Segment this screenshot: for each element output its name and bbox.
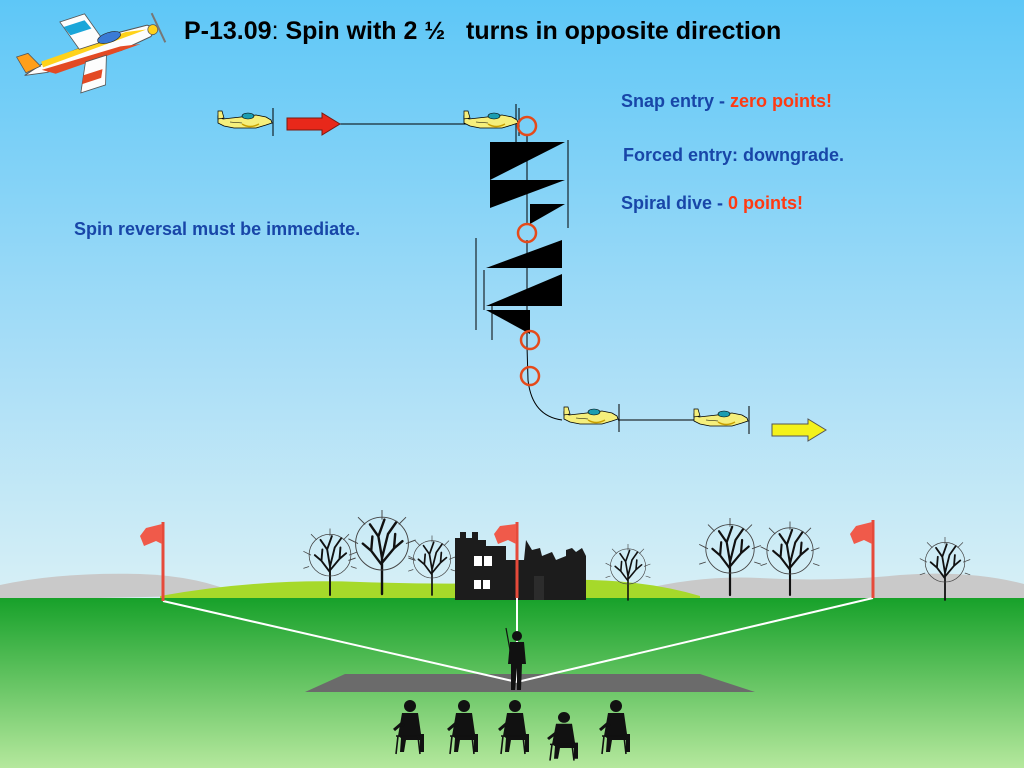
sight-line-right [516, 597, 874, 683]
hill-right [640, 573, 1024, 600]
spin-marker-circle-recovery [519, 365, 541, 387]
spin-turns-first [490, 140, 569, 228]
flag-icon-left [140, 522, 165, 601]
flag-icon-center [494, 522, 519, 598]
snap-entry-penalty: zero points! [730, 91, 833, 111]
forced-entry-note: Forced entry: downgrade. [623, 145, 845, 165]
page-title: P-13.09: Spin with 2 ½ turns in opposite… [184, 17, 781, 46]
spin-axis-line [526, 136, 563, 421]
snap-entry-note: Snap entry - zero points! [621, 91, 833, 111]
spin-marker-circle-entry [516, 115, 538, 137]
sight-line-left [162, 600, 518, 683]
maneuver-code: P-13.09 [184, 17, 272, 45]
spiral-dive-note: Spiral dive - 0 points! [621, 193, 804, 213]
spiral-dive-penalty: 0 points! [728, 193, 804, 213]
castle-ruin [455, 532, 586, 600]
aerobatic-plane-logo [15, 12, 167, 94]
exit-arrow-icon [771, 418, 827, 442]
spin-turns-reversed [475, 238, 562, 346]
spin-marker-circle-reversal [516, 222, 538, 244]
spin-reversal-note: Spin reversal must be immediate. [74, 219, 361, 239]
pilot-silhouette [505, 627, 526, 690]
title-separator: : [271, 17, 279, 45]
spin-marker-circle-stop [519, 329, 541, 351]
maneuver-name: Spin with 2 ½ turns in opposite directio… [285, 17, 782, 45]
flag-icon-right [850, 520, 875, 598]
runway [305, 674, 755, 692]
entry-arrow-icon [286, 112, 341, 136]
